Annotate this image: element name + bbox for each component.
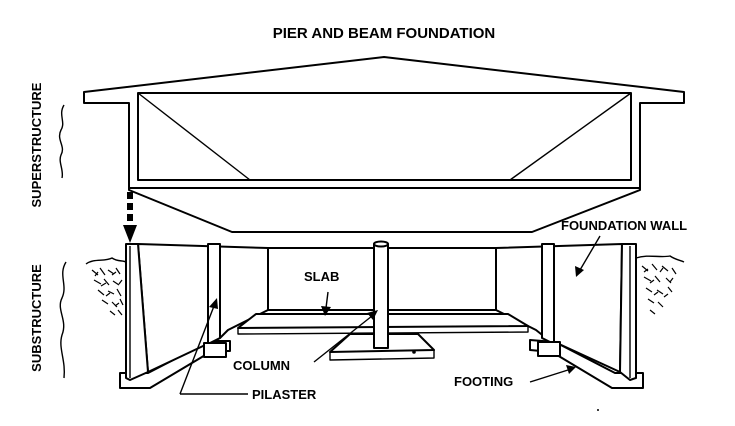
soil-left (85, 257, 127, 318)
footing-label: FOOTING (454, 374, 513, 389)
substructure-label: SUBSTRUCTURE (29, 264, 44, 372)
diagram-title: PIER AND BEAM FOUNDATION (273, 25, 496, 42)
superstructure-label: SUPERSTRUCTURE (29, 82, 44, 207)
pilaster-right (541, 243, 555, 345)
substructure-bracket (59, 261, 67, 379)
foundation-wall-label: FOUNDATION WALL (561, 218, 687, 233)
column-label: COLUMN (233, 358, 290, 373)
substructure-foundation (85, 240, 685, 389)
descent-arrow (123, 192, 137, 243)
pilaster-left-base (203, 342, 227, 358)
callout-arrows (179, 235, 601, 395)
pilaster-right-base (537, 341, 561, 357)
pilaster-left (207, 243, 221, 345)
soil-right (635, 255, 685, 320)
superstructure-building (83, 56, 685, 233)
slab-label: SLAB (304, 269, 339, 284)
superstructure-bracket (58, 104, 65, 179)
pilaster-label: PILASTER (252, 387, 317, 402)
column (373, 243, 389, 349)
